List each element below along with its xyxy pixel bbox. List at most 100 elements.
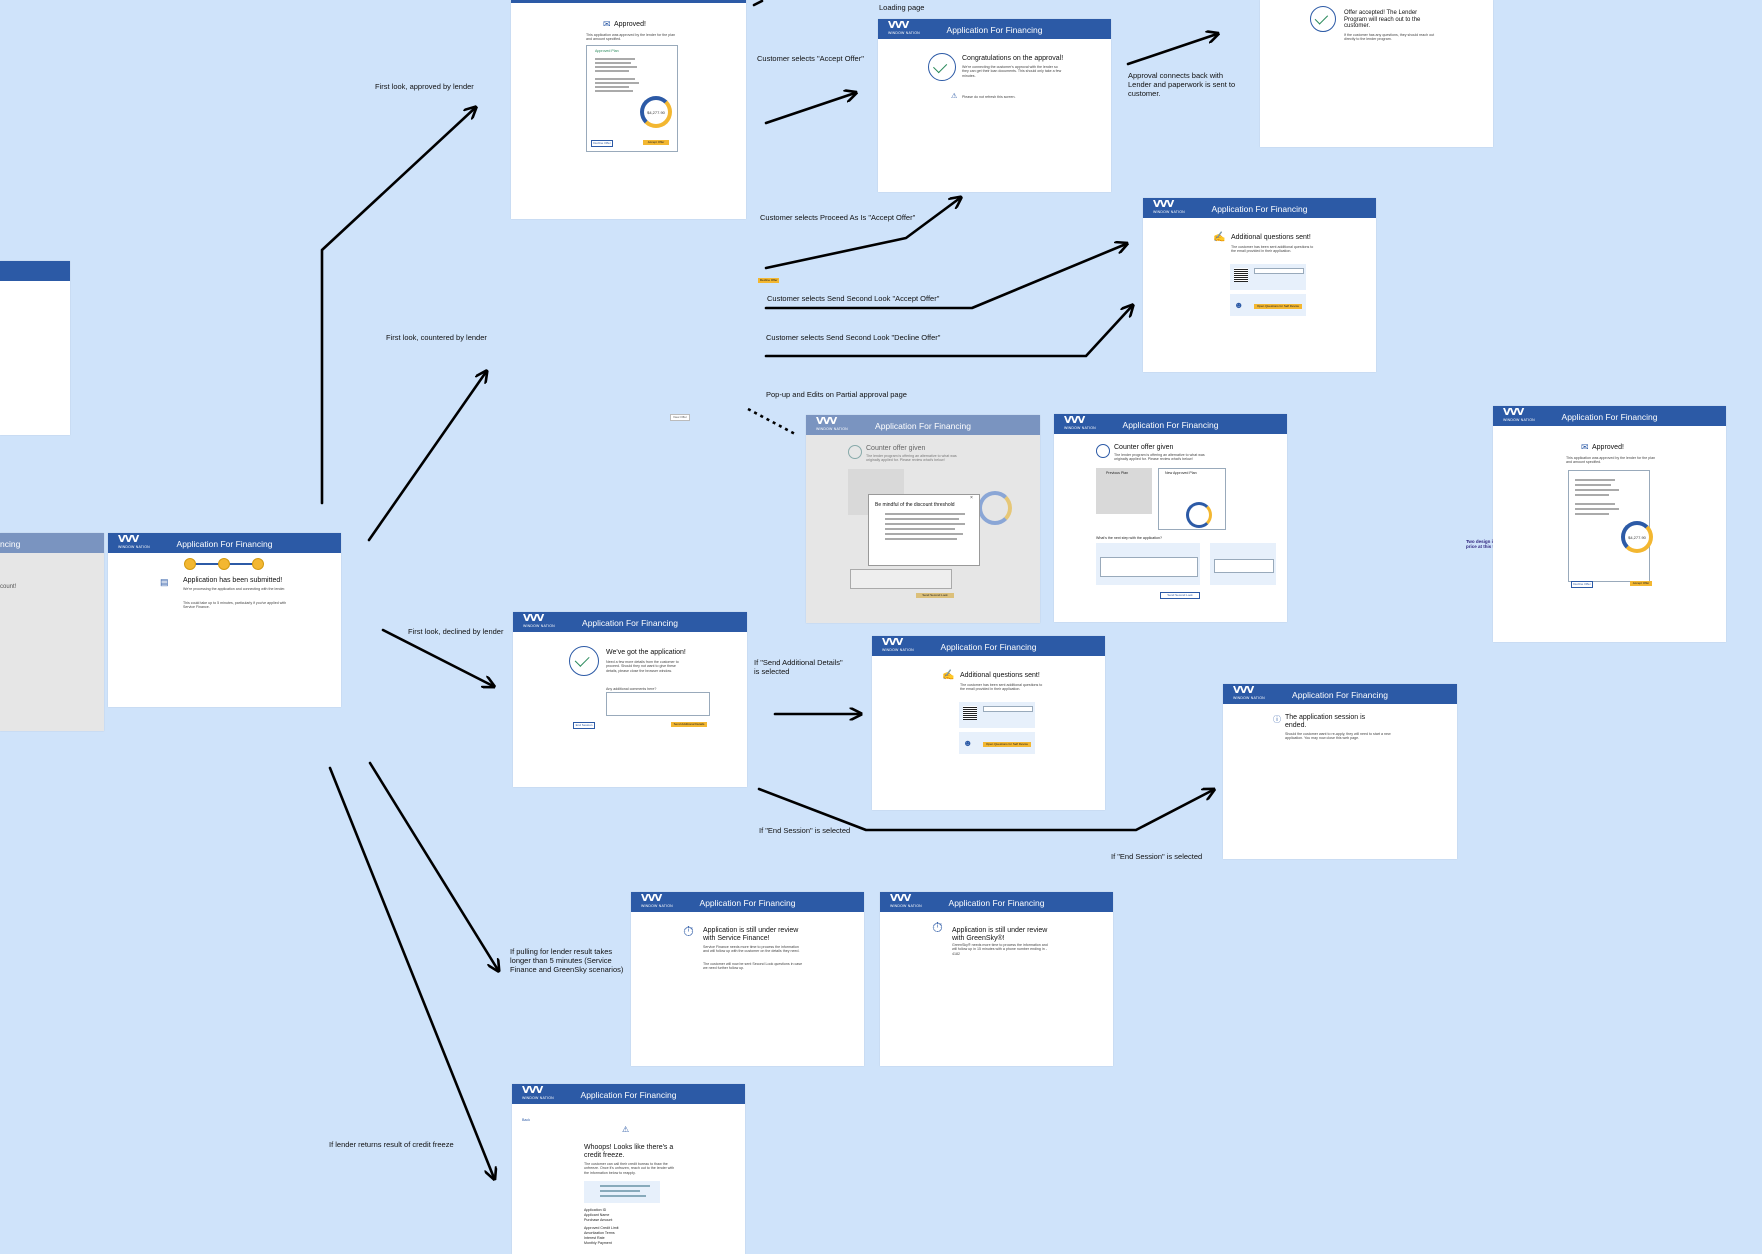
payment-donut: $4,277.90: [1621, 521, 1653, 553]
check-circle-icon: [928, 53, 956, 81]
label-popup-edits: Pop-up and Edits on Partial approval pag…: [766, 390, 907, 399]
decline-offer-button[interactable]: Decline Offer: [1571, 581, 1593, 588]
dotted-connector: [747, 407, 798, 437]
decline-offer-tag: Decline Offer: [758, 278, 780, 283]
label-proceed-as-is: Customer selects Proceed As Is "Accept O…: [760, 213, 916, 222]
close-icon[interactable]: ×: [970, 495, 973, 501]
approved-screen: ✉ Approved! This application was approve…: [511, 0, 746, 219]
partial-screen-top: [0, 261, 70, 435]
info-icon: ⓘ: [1273, 715, 1281, 724]
partial-screen-dim: ncing count!: [0, 533, 104, 731]
field-purchase-amount: Purchase Amount: [584, 1218, 613, 1222]
field-credit-limit: Approved Credit Limit: [584, 1226, 619, 1230]
field-applicant-name: Applicant Name: [584, 1213, 610, 1217]
label-approval-connects: Approval connects back with Lender and p…: [1128, 71, 1236, 98]
arrow-to-declined: [381, 628, 493, 686]
payment-donut: [978, 491, 1012, 525]
field-interest-rate: Interest Rate: [584, 1236, 605, 1240]
arrow-to-credit-freeze: [328, 766, 494, 1178]
self-device-panel: ☻ Open Questions for Self Device: [959, 732, 1035, 754]
screen-header: [511, 0, 746, 3]
send-additional-details-button[interactable]: Send Additional Details: [671, 722, 707, 727]
lender-contact-panel: [584, 1181, 660, 1203]
stopwatch-icon: ⏱: [683, 923, 694, 939]
arrow-to-counter: [367, 372, 486, 542]
field-amortization: Amortization Terms: [584, 1231, 615, 1235]
label-first-look-declined: First look, declined by lender: [408, 627, 504, 636]
qr-panel: [959, 702, 1035, 728]
end-session-button[interactable]: End Session: [573, 722, 595, 729]
check-circle-icon: [569, 646, 599, 676]
arrow-to-approved: [320, 108, 475, 505]
label-second-look-decline: Customer selects Send Second Look "Decli…: [766, 333, 941, 342]
label-first-look-approved: First look, approved by lender: [375, 82, 474, 91]
decline-offer-button[interactable]: Decline Offer: [591, 140, 613, 147]
back-link[interactable]: Back: [522, 1118, 530, 1122]
envelope-icon: ✉: [603, 19, 611, 29]
send-second-look-button[interactable]: Send Second Look: [1160, 592, 1200, 599]
arrow-to-review: [368, 761, 498, 970]
label-end-session-1: If "End Session" is selected: [759, 826, 851, 835]
discount-threshold-modal: × Be mindful of the discount threshold: [868, 494, 980, 566]
send-second-look-button[interactable]: Send Second Look: [916, 593, 954, 598]
document-icon: ▤: [160, 577, 169, 587]
clipboard-icon: ✍: [1213, 232, 1226, 243]
warning-icon: ⚠: [622, 1125, 630, 1134]
comment-field: [850, 569, 952, 589]
plan-panel: Approved Plan $4,277.90: [586, 45, 678, 152]
stopwatch-icon: ⏱: [932, 919, 943, 935]
arrow-top-exit: [752, 0, 764, 7]
accept-offer-button[interactable]: Accept Offer: [1630, 581, 1652, 586]
check-circle-icon: [848, 445, 862, 459]
label-credit-freeze: If lender returns result of credit freez…: [329, 1140, 454, 1149]
arrow-congrats-to-accepted: [1126, 34, 1217, 66]
clipboard-icon: ✍: [942, 670, 955, 681]
additional-comments-input[interactable]: [606, 692, 710, 716]
label-first-look-countered: First look, countered by lender: [386, 333, 487, 342]
arrow-proceed-as-is: [764, 198, 960, 270]
screen-header: ncing: [0, 533, 104, 553]
label-end-session-2: If "End Session" is selected: [1111, 852, 1203, 861]
accept-offer-button[interactable]: Accept Offer: [643, 140, 669, 145]
arrow-approved-to-congrats: [764, 93, 855, 125]
user-icon: ☻: [1234, 300, 1244, 310]
view-offer-tag: View Offer: [670, 414, 690, 421]
open-questions-button[interactable]: Open Questions for Self Device: [1254, 304, 1302, 309]
offer-accepted-screen: Offer accepted! The Lender Program will …: [1260, 0, 1493, 147]
open-questions-button[interactable]: Open Questions for Self Device: [983, 742, 1031, 747]
user-icon: ☻: [963, 738, 973, 748]
label-accept-offer: Customer selects "Accept Offer": [757, 54, 864, 63]
